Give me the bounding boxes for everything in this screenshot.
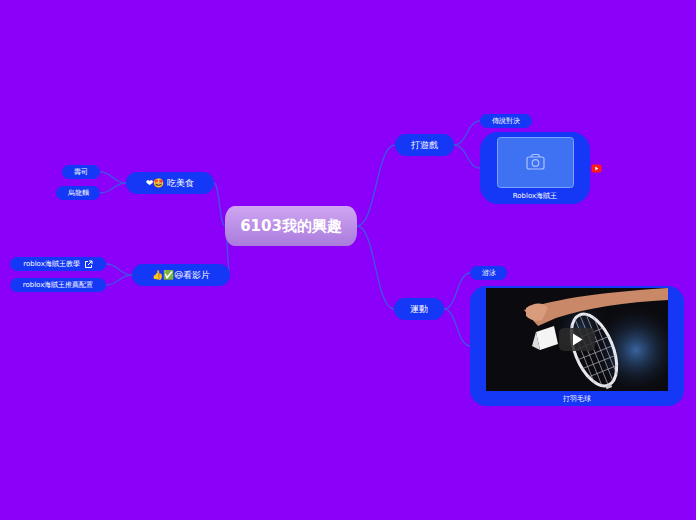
subtopic-pill: 游泳 — [470, 266, 507, 280]
branch-line — [106, 264, 132, 275]
branch-line — [100, 183, 126, 193]
node-text: 打遊戲 — [411, 139, 438, 152]
video-box: 打羽毛球 — [470, 286, 684, 406]
subtopic-pill: 烏龍麵 — [56, 186, 100, 200]
badminton-video — [486, 288, 668, 391]
branch-line — [444, 273, 470, 309]
subtopic-pill: roblox海賊王教學 — [10, 257, 106, 271]
topic-box: 打遊戲 — [395, 134, 454, 156]
branch-line — [357, 145, 395, 226]
branch-line — [100, 172, 126, 183]
node-text: 壽司 — [74, 167, 88, 177]
node-text: ❤🤩 吃美食 — [146, 177, 194, 190]
image-placeholder — [497, 137, 574, 188]
branch-line — [444, 309, 470, 346]
topic-box: 👍✅😆看影片 — [132, 264, 230, 286]
image-box: Roblox海賊王 — [480, 132, 590, 204]
subtopic-pill: roblox海賊王推薦配置 — [10, 278, 106, 292]
node-text: 傳說對決 — [492, 116, 520, 126]
branch-line — [106, 275, 132, 285]
node-text: roblox海賊王教學 — [23, 259, 80, 269]
topic-box: 運動 — [394, 298, 444, 320]
subtopic-pill: 傳說對決 — [480, 114, 532, 128]
subtopic-pill: 壽司 — [62, 165, 100, 179]
node-text: 烏龍麵 — [68, 188, 89, 198]
node-text: Roblox海賊王 — [513, 191, 557, 201]
link-icon — [84, 260, 93, 269]
branch-line — [454, 145, 480, 168]
node-text: 運動 — [410, 303, 428, 316]
topic-box: ❤🤩 吃美食 — [126, 172, 214, 194]
node-text: 6103我的興趣 — [240, 217, 342, 236]
branch-line — [357, 226, 394, 309]
branch-line — [454, 121, 480, 145]
node-text: 游泳 — [482, 268, 496, 278]
youtube-icon — [591, 164, 602, 173]
node-text: 打羽毛球 — [563, 394, 591, 404]
node-text: 👍✅😆看影片 — [152, 269, 210, 282]
node-text: roblox海賊王推薦配置 — [23, 280, 94, 290]
central-topic: 6103我的興趣 — [225, 206, 357, 246]
branch-line — [214, 183, 225, 226]
